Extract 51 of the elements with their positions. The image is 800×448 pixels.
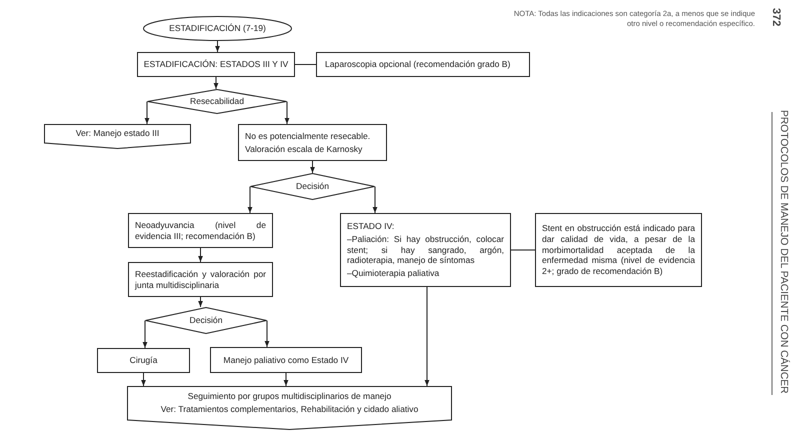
node-text: Seguimiento por grupos multidisciplinarios de manejo (186, 391, 392, 402)
decision-diamond (147, 89, 287, 114)
node-text: Laparoscopia opcional (recomendación grado B) (325, 59, 512, 70)
decision-diamond (145, 307, 267, 334)
arrow (424, 286, 430, 386)
arrow (264, 320, 270, 348)
arrow (142, 320, 148, 348)
node-text: Ver: Manejo estado III (74, 128, 160, 139)
node-text: ESTADO IV: (347, 221, 396, 232)
process-box (128, 213, 273, 248)
process-box (535, 213, 702, 287)
offpage-connector (127, 386, 452, 430)
node-text: Manejo paliativo como Estado IV (222, 354, 350, 366)
process-box (316, 52, 530, 77)
process-box (210, 347, 362, 373)
node-text: Decisión (188, 315, 224, 326)
arrow (198, 296, 203, 308)
arrow (248, 186, 252, 214)
node-text: Stent en obstrucción está indicado para dar calidad de vida, a pesar de la morbimortalidad aceptada de la enfermedad misma (nivel de evidencia 2+; grado de recomendación B) (542, 223, 695, 277)
arrow (372, 186, 378, 214)
node-text: No es potencialmente resecable. (245, 130, 372, 142)
process-box (340, 213, 511, 287)
page-number: 372 (769, 8, 783, 28)
node-text: Neoadyuvancia (nivel de evidencia III; recomendación B) (135, 220, 266, 242)
process-box (97, 348, 190, 373)
node-text: Decisión (295, 181, 330, 192)
process-box (238, 124, 387, 161)
start-ellipse (143, 16, 292, 41)
arrow (198, 248, 203, 262)
node-text: Ver: Tratamientos complementarios, Rehabilitación y cidado aliativo (160, 404, 420, 415)
node-text: Resecabilidad (189, 96, 245, 107)
arrow (144, 101, 150, 124)
decision-diamond (250, 173, 375, 200)
node-text: Cirugía (128, 355, 158, 366)
node-text: –Quimioterapia paliativa (347, 268, 440, 279)
arrow (284, 372, 288, 386)
arrow (284, 101, 290, 124)
arrow (215, 40, 220, 52)
connector-line (294, 64, 316, 65)
running-header: PROTOCOLOS DE MANEJO DEL PACIENTE CON CÁNCER (777, 110, 790, 396)
node-text: –Paliación: Si hay obstrucción, colocar stent; si hay sangrado, argón, radioterapia, manejo de síntomas (347, 234, 504, 266)
node-text: ESTADIFICACIÓN (7-19) (168, 23, 267, 34)
arrow (214, 76, 218, 90)
node-text: Valoración escala de Karnosky (245, 144, 364, 154)
node-text: Reestadificación y valoración por junta multidisciplinaria (135, 268, 266, 290)
arrow (310, 160, 315, 174)
process-box (137, 52, 295, 77)
node-text: ESTADIFICACIÓN: ESTADOS III Y IV (142, 59, 290, 70)
arrow (141, 372, 146, 386)
offpage-connector (44, 124, 191, 149)
process-box (128, 262, 273, 297)
